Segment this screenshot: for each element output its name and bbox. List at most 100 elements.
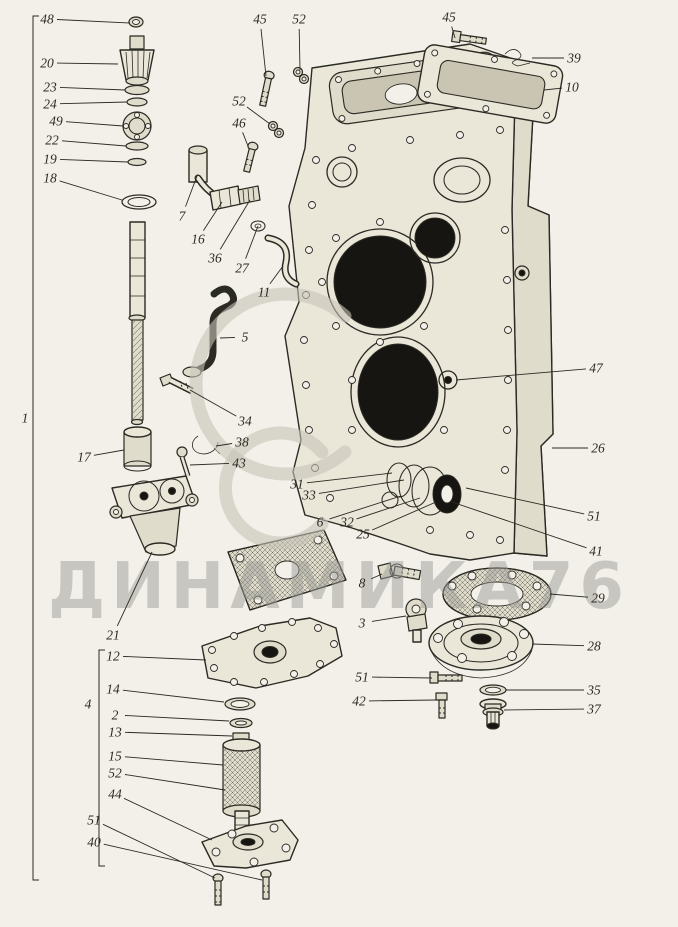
leader-line	[318, 479, 405, 494]
part-label: 13	[108, 725, 122, 740]
washer-24	[126, 97, 148, 107]
ring-19	[127, 157, 147, 167]
ring-2	[229, 717, 253, 729]
part-label: 12	[106, 649, 120, 664]
part-label: 6	[317, 515, 324, 530]
part-label: 19	[43, 152, 57, 167]
watermark-swirl-large	[189, 287, 352, 481]
part-label: 35	[586, 683, 601, 698]
leader-line	[368, 699, 437, 702]
leader-line	[219, 336, 236, 339]
part-label: 38	[234, 435, 249, 450]
right-parts	[377, 562, 552, 730]
leader-line	[549, 593, 589, 598]
leader-lines	[56, 19, 589, 881]
leader-line	[103, 843, 263, 881]
leader-line	[260, 28, 267, 77]
part-labels: 4820232449221918117211214421315524451404…	[22, 10, 605, 850]
part-label: 45	[442, 10, 456, 25]
bore-cylinder-small	[414, 217, 456, 259]
bolt-holes	[300, 126, 512, 544]
ring-35	[479, 684, 507, 696]
part-label: 2	[112, 708, 119, 723]
nut-48	[128, 16, 144, 28]
part-label: 52	[108, 766, 122, 781]
elbow-fitting-7-16-36-27	[188, 145, 266, 232]
leader-line	[65, 121, 124, 127]
bolt-40	[260, 869, 272, 900]
washers-52-second	[267, 120, 285, 139]
part-label: 33	[301, 488, 316, 503]
part-label: 1	[22, 411, 29, 426]
washers-52-left	[292, 66, 310, 85]
part-label: 10	[565, 80, 579, 95]
leader-line	[124, 715, 230, 722]
part-label: 27	[235, 261, 250, 276]
part-label: 20	[40, 56, 54, 71]
lower-plates-filter	[201, 529, 347, 906]
part-label: 47	[589, 361, 604, 376]
watermark-text: ДИНАМИКА76	[48, 550, 630, 624]
part-label: 25	[356, 527, 370, 542]
ball-bearing-49	[122, 111, 152, 141]
leader-line	[116, 551, 153, 627]
cover-plate-12	[201, 617, 343, 689]
leader-line	[465, 487, 585, 515]
part-label: 15	[108, 749, 122, 764]
bolt-34	[159, 373, 194, 395]
part-label: 31	[289, 477, 304, 492]
leader-line	[124, 731, 233, 737]
leader-line	[215, 443, 233, 447]
part-label: 51	[87, 813, 101, 828]
leader-line	[451, 26, 456, 39]
flange-28	[428, 615, 534, 679]
washer-23	[124, 84, 150, 96]
part-label: 8	[359, 576, 366, 591]
part-label: 52	[292, 12, 306, 27]
part-label: 3	[358, 616, 366, 631]
leader-line	[306, 472, 393, 484]
leader-line	[543, 87, 563, 91]
leader-line	[122, 689, 225, 703]
part-label: 52	[232, 94, 246, 109]
part-label: 28	[587, 639, 601, 654]
part-label: 48	[40, 12, 54, 27]
leader-line	[245, 225, 259, 259]
leader-line	[269, 265, 284, 285]
part-label: 23	[43, 80, 57, 95]
part-label: 22	[45, 133, 59, 148]
upper-fittings	[159, 29, 531, 477]
plug-fitting-37	[479, 698, 507, 730]
leader-line	[189, 462, 230, 466]
part-label: 39	[566, 51, 581, 66]
part-label: 14	[106, 682, 120, 697]
engine-block-housing	[284, 43, 564, 561]
leader-line	[59, 101, 128, 105]
part-label: 46	[232, 116, 246, 131]
leader-line	[370, 573, 383, 580]
leader-line	[123, 797, 213, 841]
part-label: 16	[191, 232, 205, 247]
leader-line	[124, 756, 224, 766]
ring-14	[224, 697, 256, 711]
part-label: 43	[232, 456, 246, 471]
part-label: 17	[77, 450, 92, 465]
leader-line	[189, 389, 237, 417]
oil-pump-body-21	[109, 475, 199, 556]
banjo-fitting-3	[405, 598, 428, 643]
part-label: 21	[106, 628, 120, 643]
leader-line	[56, 62, 119, 65]
leader-line	[298, 28, 301, 71]
bolt-43	[176, 446, 191, 477]
leader-line	[329, 495, 402, 520]
group-bracket	[98, 649, 105, 867]
group-brackets	[32, 15, 105, 881]
bevel-gear-20	[119, 35, 155, 86]
leader-line	[102, 823, 216, 879]
part-label: 24	[43, 97, 57, 112]
part-label: 40	[87, 835, 101, 850]
top-cover-plate	[417, 44, 564, 124]
